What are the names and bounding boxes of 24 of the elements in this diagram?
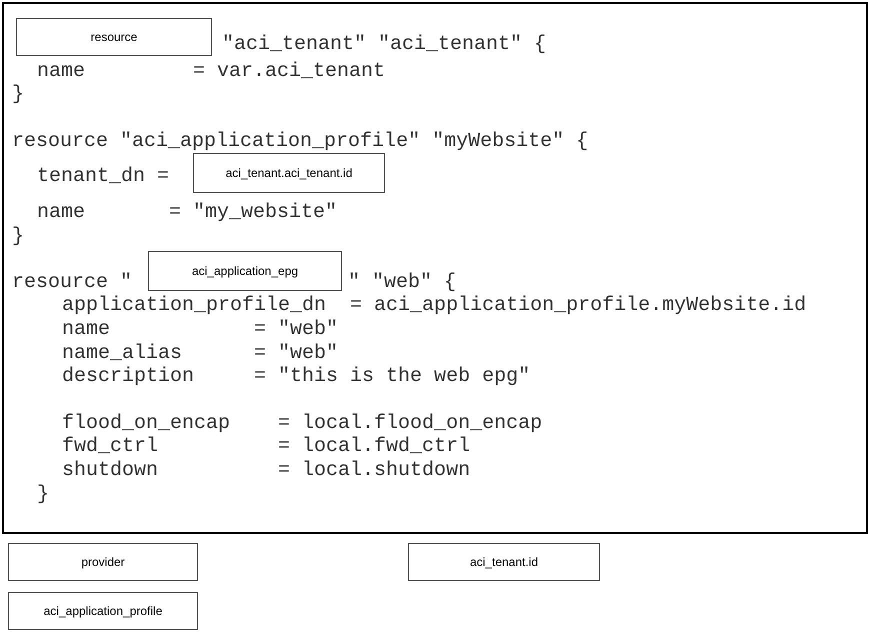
code-line: flood_on_encap = local.flood_on_encap — [62, 413, 542, 435]
code-line: } — [12, 226, 24, 248]
code-line: resource "aci_application_profile" "myWebsite" { — [12, 131, 588, 153]
code-line: } — [37, 484, 50, 506]
code-line: application_profile_dn = aci_application_profile.myWebsite.id — [62, 295, 806, 317]
answer-box: aci_tenant.id — [408, 543, 600, 581]
code-line: "aci_tenant" "aci_tenant" { — [222, 34, 546, 56]
answer-box: provider — [8, 543, 198, 581]
code-line: " "web" { — [348, 272, 456, 294]
code-line: name = "my_website" — [37, 202, 338, 224]
code-line: name_alias = "web" — [62, 343, 338, 365]
code-panel — [2, 2, 868, 534]
code-line: } — [12, 84, 24, 106]
code-line: shutdown = local.shutdown — [62, 460, 470, 482]
code-line: resource " — [12, 272, 132, 294]
answer-box: aci_application_epg — [148, 251, 342, 291]
answer-box: aci_tenant.aci_tenant.id — [193, 153, 385, 193]
code-line: name = var.aci_tenant — [37, 61, 386, 83]
code-line: description = "this is the web epg" — [62, 366, 530, 388]
answer-box: resource — [16, 18, 212, 56]
code-line: tenant_dn = — [37, 166, 170, 188]
code-line: fwd_ctrl = local.fwd_ctrl — [62, 436, 470, 458]
code-line: name = "web" — [62, 319, 338, 341]
answer-box: aci_application_profile — [8, 592, 198, 630]
